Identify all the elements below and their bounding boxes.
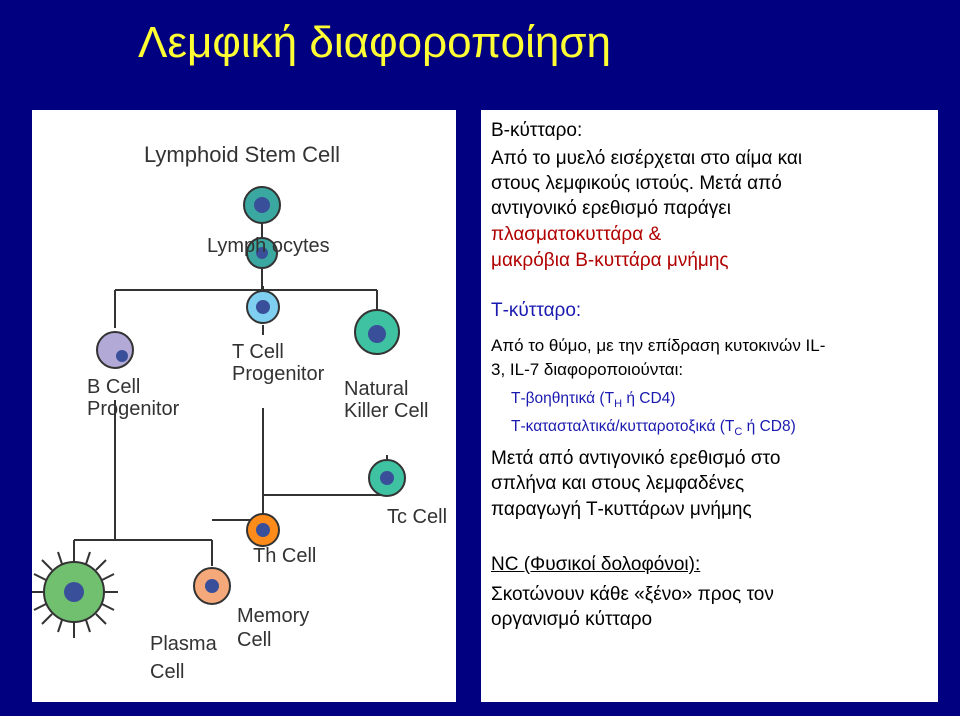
label-lymphocytes: Lymph ocytes bbox=[207, 235, 330, 257]
slide-title: Λεμφική διαφοροποίηση bbox=[138, 18, 612, 67]
label-th-cell: Th Cell bbox=[253, 545, 316, 567]
memory-cell bbox=[193, 567, 231, 605]
nk-line-1: Σκοτώνουν κάθε «ξένο» προς τον bbox=[491, 584, 774, 605]
label-plasma-2: Cell bbox=[150, 661, 184, 683]
t-cell-line-4: σπλήνα και στους λεμφαδένες bbox=[491, 473, 745, 494]
t-cell-heading: Τ-κύτταρο: bbox=[491, 300, 582, 321]
lymphocyte-cell bbox=[246, 237, 278, 269]
b-cell-line-5: μακρόβια Β-κυττάρα μνήμης bbox=[491, 250, 729, 271]
b-cell-line-2: στους λεμφικούς ιστούς. Μετά από bbox=[491, 173, 782, 194]
lymphoid-differentiation-diagram: Lymphoid Stem Cell Lymph ocytes B Cell P… bbox=[32, 110, 456, 702]
plasma-cell bbox=[32, 550, 118, 638]
nk-line-2: οργανισμό κύτταρο bbox=[491, 609, 653, 630]
t-cell-line-3: Μετά από αντιγονικό ερεθισμό στο bbox=[491, 448, 781, 469]
label-tc-cell: Tc Cell bbox=[387, 506, 447, 528]
label-nk-2: Killer Cell bbox=[344, 400, 428, 422]
t-cytotoxic-line: Τ-κατασταλτικά/κυτταροτοξικά (ΤC ή CD8) bbox=[511, 418, 796, 439]
label-lymphoid-stem-cell: Lymphoid Stem Cell bbox=[144, 142, 340, 167]
b-cell-line-1: Από το μυελό εισέρχεται στο αίμα και bbox=[491, 148, 803, 169]
label-b-cell-1: B Cell bbox=[87, 376, 140, 398]
label-memory-2: Cell bbox=[237, 629, 271, 651]
natural-killer-cell bbox=[354, 309, 400, 355]
b-cell-progenitor bbox=[96, 331, 134, 369]
label-t-cell-2: Progenitor bbox=[232, 363, 325, 385]
th-cell bbox=[246, 513, 280, 547]
t-cell-progenitor bbox=[246, 290, 280, 324]
b-cell-line-4: πλασματοκυττάρα & bbox=[491, 224, 662, 245]
b-cell-heading: Β-κύτταρο: bbox=[491, 120, 583, 141]
label-t-cell-1: T Cell bbox=[232, 341, 284, 363]
lymphoid-stem-cell bbox=[243, 186, 281, 224]
description-panel: Β-κύτταρο: Από το μυελό εισέρχεται στο α… bbox=[481, 110, 938, 702]
t-cell-line-2: 3, IL-7 διαφοροποιούνται: bbox=[491, 360, 684, 379]
t-helper-line: Τ-βοηθητικά (ΤΗ ή CD4) bbox=[511, 390, 676, 411]
label-memory-1: Memory bbox=[237, 605, 309, 627]
b-cell-line-3: αντιγονικό ερεθισμό παράγει bbox=[491, 198, 731, 219]
label-plasma-1: Plasma bbox=[150, 633, 218, 655]
nk-heading: NC (Φυσικοί δολοφόνοι): bbox=[491, 554, 701, 575]
t-cell-line-1: Από το θύμο, με την επίδραση κυτοκινών I… bbox=[491, 336, 826, 355]
t-cell-line-5: παραγωγή Τ-κυττάρων μνήμης bbox=[491, 499, 752, 520]
label-nk-1: Natural bbox=[344, 378, 408, 400]
label-b-cell-2: Progenitor bbox=[87, 398, 180, 420]
tc-cell bbox=[368, 459, 406, 497]
